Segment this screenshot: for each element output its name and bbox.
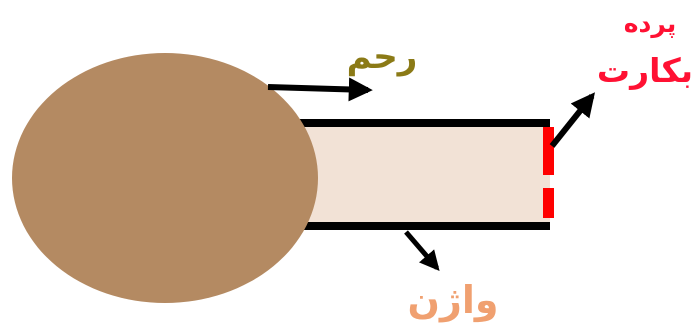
- hymen-label-line2: بکارت: [597, 51, 691, 90]
- hymen-label-line1: پرده: [624, 9, 677, 39]
- vagina-bottom-wall: [298, 222, 550, 230]
- uterus-label: رحم: [347, 37, 418, 77]
- vagina-arrow: [406, 232, 437, 268]
- hymen-arrow: [552, 96, 592, 146]
- uterus-shape: [12, 53, 318, 303]
- uterus-arrow: [268, 87, 368, 90]
- vagina-canal: [300, 125, 550, 225]
- hymen-segment-top: [543, 127, 554, 175]
- hymen-segment-bottom: [543, 188, 554, 218]
- vagina-top-wall: [298, 119, 550, 127]
- vagina-label: واژن: [408, 278, 499, 323]
